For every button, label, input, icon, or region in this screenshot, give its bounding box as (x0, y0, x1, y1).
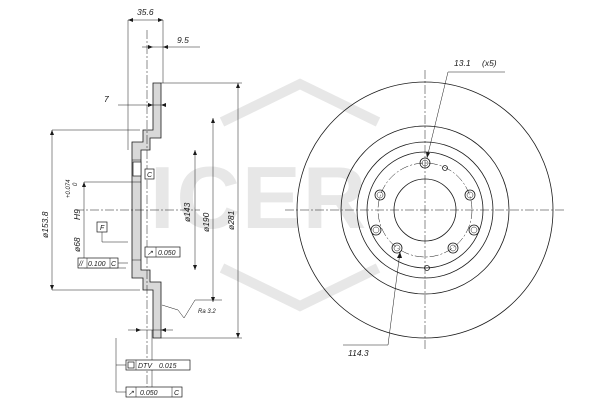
svg-text:Ra 3.2: Ra 3.2 (198, 309, 216, 315)
bolt-hole-dim: 13.1 (454, 58, 471, 68)
flange-thickness-dim: 7 (104, 94, 109, 104)
svg-text:C: C (111, 261, 117, 268)
dtv-frame: DTV 0.015 (115, 338, 191, 392)
side-view: 35.6 9.5 7 ø153.8 ø68 H9 +0.074 0 F C (40, 7, 242, 398)
bore-tolerance-upper: +0.074 (66, 179, 72, 198)
svg-text:C: C (174, 390, 180, 397)
pitch-circle-dim: 114.3 (348, 348, 369, 358)
svg-text:0.015: 0.015 (159, 363, 177, 370)
datum-c-label: C (147, 172, 153, 179)
overall-width-dim: 35.6 (137, 7, 154, 17)
inner-diameter-dim: ø190 (201, 212, 211, 232)
svg-text:0.050: 0.050 (158, 250, 176, 257)
svg-text:↗: ↗ (147, 250, 153, 257)
datum-f-label: F (100, 225, 105, 232)
front-view: 13.1 (x5) 114.3 (285, 58, 565, 358)
axial-runout-frame: ↗ 0.050 C (116, 386, 183, 398)
watermark-text: ICER (150, 148, 368, 247)
svg-text:0.050: 0.050 (140, 390, 158, 397)
outer-diameter-dim: ø281 (226, 210, 236, 230)
hat-diameter-dim: ø143 (182, 202, 192, 222)
svg-text:0.100: 0.100 (88, 261, 106, 268)
parallelism-frame: // 0.100 C (77, 257, 128, 269)
bore-diameter-dim: ø68 (72, 237, 82, 252)
svg-text://: // (78, 261, 84, 268)
bolt-hole-count: (x5) (482, 58, 497, 68)
bore-tolerance-lower: 0 (73, 182, 79, 186)
hub-offset-dim: 9.5 (177, 35, 189, 45)
runout-frame: ↗ 0.050 (144, 246, 181, 258)
svg-text:↗: ↗ (128, 390, 134, 397)
watermark: ICER (150, 78, 381, 312)
svg-text:DTV: DTV (138, 363, 153, 370)
bore-tolerance-class: H9 (72, 209, 82, 220)
surface-roughness: Ra 3.2 (161, 299, 222, 319)
hub-diameter-dim: ø153.8 (40, 211, 50, 238)
